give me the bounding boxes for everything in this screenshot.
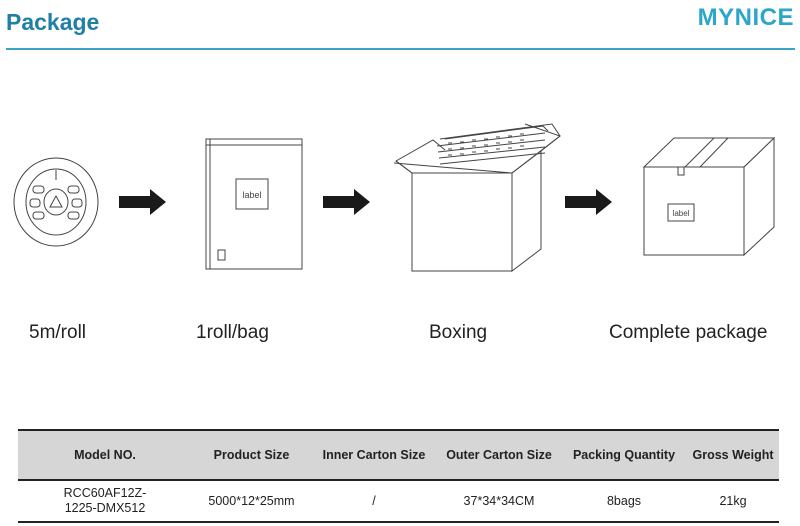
col-header-packing-quantity: Packing Quantity — [561, 429, 687, 481]
bag-icon — [205, 138, 303, 270]
arrow-right-icon — [119, 189, 166, 215]
cell-model: RCC60AF12Z-1225-DMX512 — [18, 480, 192, 523]
caption-reel: 5m/roll — [29, 322, 87, 343]
page-title: Package — [6, 9, 100, 35]
open-carton-icon — [393, 123, 562, 273]
brand-logo: MYNICE — [697, 4, 794, 31]
col-header-product-size: Product Size — [192, 429, 311, 481]
led-strip-reel-icon — [13, 157, 99, 247]
packaging-spec-table: Model NO. Product Size Inner Carton Size… — [18, 429, 779, 523]
caption-bag: 1roll/bag — [196, 322, 269, 343]
bag-label-text: label — [242, 190, 261, 200]
cell-outer-carton: 37*34*34CM — [437, 480, 561, 523]
arrow-right-icon — [565, 189, 612, 215]
sealed-carton-icon — [642, 136, 776, 257]
table-header-row: Model NO. Product Size Inner Carton Size… — [18, 429, 779, 481]
col-header-outer-carton: Outer Carton Size — [437, 429, 561, 481]
col-header-inner-carton: Inner Carton Size — [311, 429, 437, 481]
cell-packing-quantity: 8bags — [561, 480, 687, 523]
header-divider — [6, 48, 795, 50]
packaging-illustration: label label — [13, 123, 776, 273]
caption-complete: Complete package — [609, 322, 768, 343]
caption-boxing: Boxing — [429, 322, 488, 343]
cell-inner-carton: / — [311, 480, 437, 523]
col-header-model: Model NO. — [18, 429, 192, 481]
carton-label-text: label — [673, 209, 690, 218]
cell-product-size: 5000*12*25mm — [192, 480, 311, 523]
arrow-right-icon — [323, 189, 370, 215]
cell-gross-weight: 21kg — [687, 480, 779, 523]
table-row: RCC60AF12Z-1225-DMX512 5000*12*25mm / 37… — [18, 480, 779, 523]
col-header-gross-weight: Gross Weight — [687, 429, 779, 481]
